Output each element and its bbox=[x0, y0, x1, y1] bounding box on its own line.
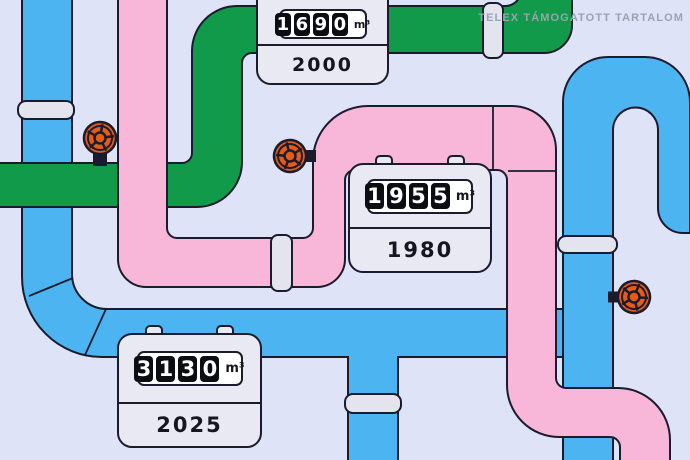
meter-digit: 3 bbox=[178, 355, 198, 382]
meter-digit: 1 bbox=[156, 355, 176, 382]
meter-year-label: 2000 bbox=[258, 44, 387, 83]
valve-on-pink-pipe bbox=[272, 138, 316, 174]
meter-digit: 1 bbox=[274, 12, 291, 36]
valve-stem bbox=[608, 291, 624, 303]
meter-digit: 0 bbox=[200, 355, 220, 382]
meter-year-label: 2025 bbox=[119, 402, 260, 446]
meter-unit-label: m³ bbox=[353, 17, 371, 31]
valve-on-green-pipe bbox=[82, 120, 118, 166]
meter-unit-label: m³ bbox=[225, 361, 245, 376]
pipe-joint-collar bbox=[344, 393, 402, 414]
meter-digit: 1 bbox=[364, 183, 384, 209]
sponsored-content-label: TELEX TÁMOGATOTT TARTALOM bbox=[478, 12, 684, 24]
meter-unit-label: m³ bbox=[455, 188, 476, 204]
meter-digit: 9 bbox=[386, 183, 406, 209]
pipe-joint-collar bbox=[557, 235, 618, 254]
pipe-joint-collar bbox=[482, 2, 504, 59]
pipe-joint-collar bbox=[270, 234, 293, 292]
blue-pipe-arch bbox=[562, 56, 690, 460]
meter-digit: 6 bbox=[293, 12, 310, 36]
meter-year-label: 1980 bbox=[350, 227, 490, 271]
blue-elbow-seam bbox=[28, 277, 74, 297]
valve-on-blue-pipe bbox=[608, 279, 652, 315]
meter-digit: 0 bbox=[331, 12, 348, 36]
meter-digit: 5 bbox=[430, 183, 450, 209]
meter-digit: 5 bbox=[408, 183, 428, 209]
meter-digit: 3 bbox=[134, 355, 154, 382]
blue-elbow-seam bbox=[84, 308, 107, 356]
pink-pipe-run bbox=[117, 0, 671, 460]
meter-digit: 9 bbox=[312, 12, 329, 36]
green-pipe-run bbox=[0, 0, 573, 208]
pipe-joint-collar bbox=[17, 100, 75, 120]
